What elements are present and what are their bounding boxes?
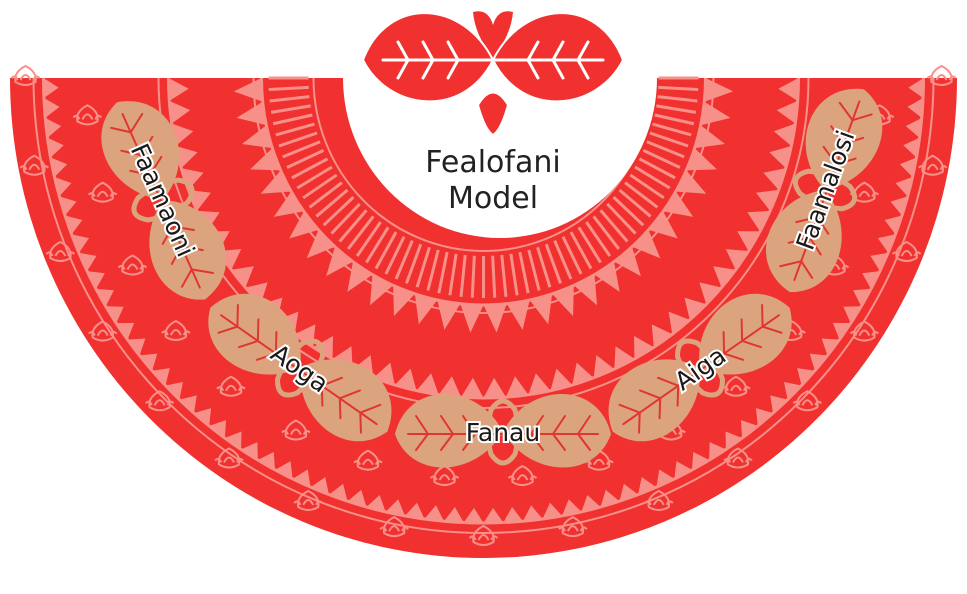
pattern-hatch xyxy=(493,256,495,298)
leaf-label: Fanau xyxy=(466,418,540,447)
title-line-2: Model xyxy=(448,181,538,216)
pattern-hatch xyxy=(472,256,474,298)
title-line-1: Fealofani xyxy=(425,145,560,180)
